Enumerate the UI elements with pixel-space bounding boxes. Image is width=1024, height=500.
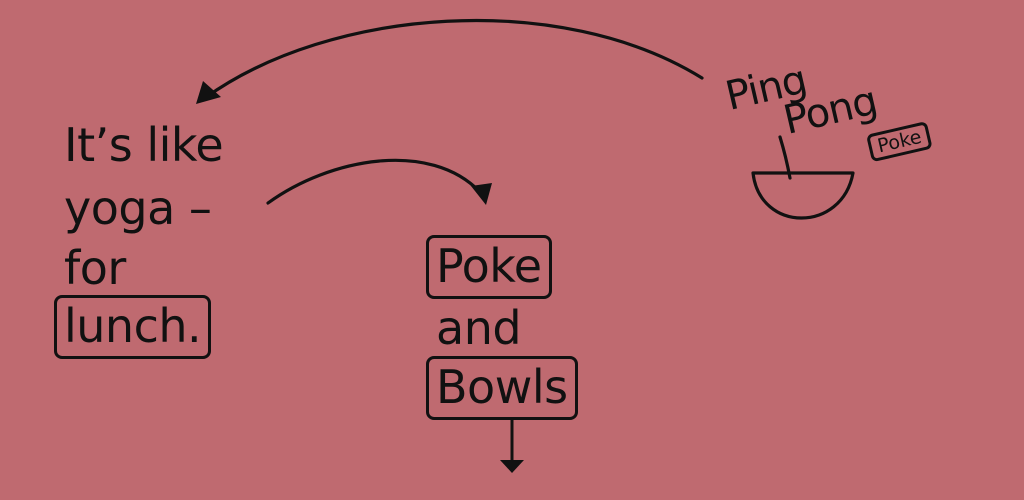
menu-line-2: and xyxy=(436,301,522,355)
arc-arrow-head-left xyxy=(196,81,221,104)
down-arrow-head xyxy=(500,460,524,473)
menu-line-3-boxed: Bowls xyxy=(426,356,578,420)
arc-arrow-tagline-to-menu xyxy=(266,158,482,205)
tagline-line-4-boxed: lunch. xyxy=(54,295,212,359)
tagline-line-1: It’s like xyxy=(64,118,224,172)
menu-line-1-boxed: Poke xyxy=(426,235,552,299)
poke-bowl-icon xyxy=(751,135,855,220)
tagline-line-3: for xyxy=(64,241,126,295)
arc-arrow-head-down xyxy=(471,183,492,205)
tagline-line-2: yoga – xyxy=(64,181,212,235)
arc-arrow-logo-to-tagline xyxy=(203,18,704,100)
